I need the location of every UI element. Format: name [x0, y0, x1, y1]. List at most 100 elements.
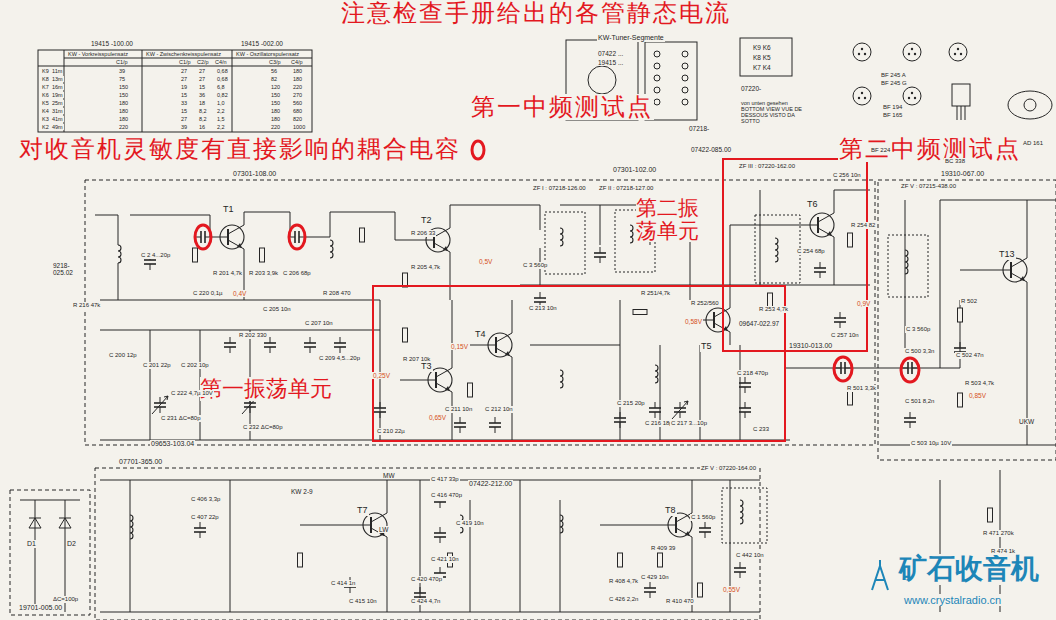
transistor-arrow — [685, 531, 690, 536]
capacitor-plate — [414, 592, 426, 594]
wire — [95, 215, 118, 245]
capacitor-plate — [814, 267, 826, 269]
capacitor-plate — [534, 301, 546, 303]
wire — [600, 257, 601, 263]
capacitor-plate — [224, 346, 236, 348]
table-cell: 1,5 — [216, 116, 226, 122]
wire — [745, 402, 746, 408]
table-cell: 2,2 — [216, 108, 226, 114]
table-cell: 36 — [198, 92, 206, 98]
part-label: C 211 10n — [444, 406, 473, 413]
voltage-value: 0,55V — [722, 586, 741, 593]
transistor-name: T13 — [998, 250, 1016, 260]
part-label: R 251/4,7k — [640, 290, 671, 297]
wire — [228, 240, 244, 249]
wire — [250, 407, 251, 413]
wire — [840, 312, 841, 318]
part-label: UKW — [1018, 418, 1035, 425]
wire — [600, 247, 601, 253]
part-label: BF 224 — [870, 147, 891, 154]
part-label: 19415 ... — [597, 59, 624, 66]
module-frame — [85, 180, 875, 445]
wire — [310, 347, 311, 353]
transistor-pin — [858, 97, 860, 99]
capacitor-plate — [334, 346, 346, 348]
watermark-icon — [872, 560, 888, 590]
part-label: R 503 4,7k — [964, 380, 995, 387]
table-cell: 56 — [270, 68, 278, 74]
coil-symbol — [560, 515, 563, 533]
wire — [845, 368, 851, 369]
wire — [496, 348, 512, 357]
wire — [940, 480, 941, 612]
transistor-outline — [1008, 91, 1052, 119]
capacitor-plate — [454, 426, 466, 428]
if-can-outline — [722, 488, 767, 543]
diode-symbol — [59, 518, 71, 528]
capacitor-plate — [734, 567, 746, 569]
wire — [650, 592, 651, 598]
transistor-pin — [908, 53, 910, 55]
table-cell: 180 — [270, 108, 281, 114]
wire — [680, 402, 681, 408]
part-label: R 252/560 — [690, 300, 720, 307]
capacitor-plate — [194, 527, 206, 529]
table-cell: 27 — [180, 68, 188, 74]
capacitor-plate — [734, 571, 746, 573]
wire — [512, 357, 513, 440]
wire — [100, 612, 760, 613]
part-label: D1 — [26, 540, 37, 548]
part-label: LW — [378, 526, 389, 533]
table-cell: 16 — [198, 124, 206, 130]
capacitor-plate — [644, 587, 656, 589]
transistor-pin — [858, 53, 860, 55]
wire — [730, 332, 731, 345]
transistor-name: T8 — [664, 506, 677, 516]
part-label: C 502 47n — [955, 352, 985, 359]
part-label: C 209 4,5...20p — [318, 355, 361, 362]
part-label: C 210 22µ — [376, 428, 406, 435]
wire — [495, 417, 496, 423]
part-label: C 3 560p — [522, 262, 548, 269]
annotation-note: 对收音机灵敏度有直接影响的耦合电容 — [18, 136, 462, 162]
part-label: C 233 — [752, 426, 770, 433]
wire — [450, 252, 451, 300]
wire — [834, 237, 835, 285]
wire — [1011, 273, 1027, 282]
wire — [230, 337, 231, 343]
capacitor-plate — [534, 297, 546, 299]
coil-symbol — [905, 250, 908, 274]
table-cell: 2,2 — [216, 124, 226, 130]
part-label: KW 2-9 — [290, 488, 314, 495]
part-label: C 406 3,3p — [190, 496, 221, 503]
table-cell: K9 — [41, 68, 50, 74]
wire — [957, 106, 958, 120]
table-cell: 120 — [270, 84, 281, 90]
table-cell: 19m — [51, 92, 64, 98]
capacitor-plate — [594, 256, 606, 258]
socket-pin — [682, 51, 688, 57]
capacitor-plate — [264, 342, 276, 344]
part-label: von unten gesehen BOTTOM VIEW VUE DE DES… — [740, 100, 804, 124]
part-label: R 408 4,7k — [608, 578, 639, 585]
capacitor-plate — [304, 346, 316, 348]
wire — [745, 412, 746, 418]
resistor-symbol — [848, 233, 853, 247]
part-label: 09653-103.04 — [150, 440, 195, 448]
part-label: C 503 10µ 10V — [910, 440, 952, 447]
part-label: R 501 3,3k — [846, 385, 877, 392]
wire — [428, 380, 436, 381]
resistor-symbol — [958, 308, 963, 322]
wire — [380, 412, 381, 418]
wire — [620, 412, 621, 418]
wire — [228, 225, 244, 234]
table-cell: 1000 — [292, 124, 306, 130]
transistor-outline — [853, 87, 871, 105]
socket-pin — [654, 51, 660, 57]
wire — [960, 270, 1003, 271]
table-cell: 180 — [118, 108, 129, 114]
wire — [340, 337, 341, 343]
highlight-circle — [901, 358, 919, 382]
transistor-symbol — [706, 308, 730, 332]
resistor-symbol — [658, 553, 663, 567]
